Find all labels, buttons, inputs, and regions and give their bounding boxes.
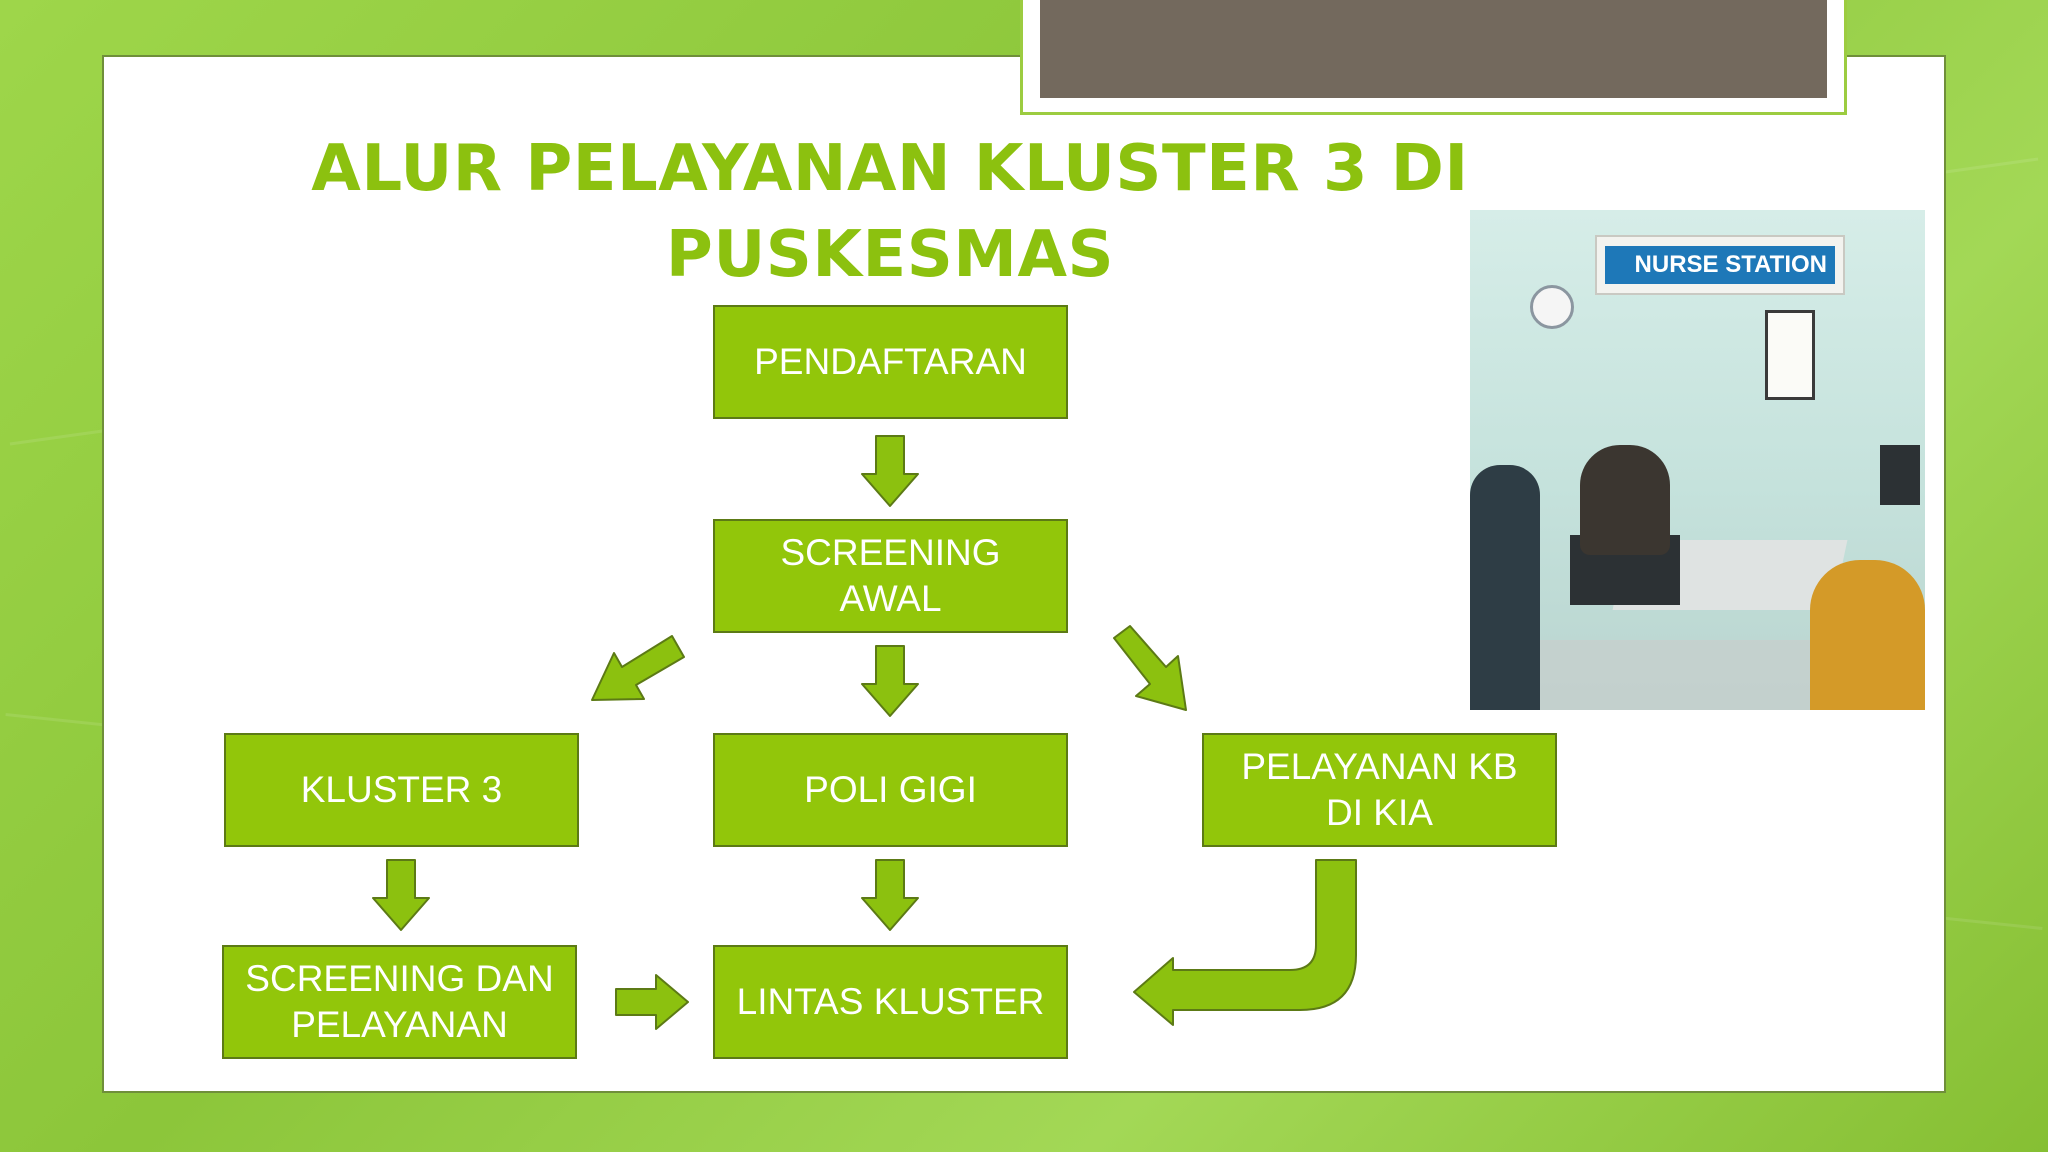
arrow-screening-to-kluster3 xyxy=(591,635,685,701)
arrow-pendaftaran-to-screening xyxy=(861,435,919,507)
clock-icon xyxy=(1530,285,1574,329)
node-pelayanan-kb-kia: PELAYANAN KB DI KIA xyxy=(1202,733,1557,847)
eye-chart-icon xyxy=(1765,310,1815,400)
person-figure xyxy=(1580,445,1670,555)
person-figure xyxy=(1810,560,1925,710)
photo-sign-text: NURSE STATION xyxy=(1605,246,1835,284)
arrow-kluster3-to-screening-pelayanan xyxy=(372,859,430,931)
node-kluster-3: KLUSTER 3 xyxy=(224,733,579,847)
photo-sign: NURSE STATION xyxy=(1595,235,1845,295)
arrow-kb-kia-to-lintas xyxy=(1133,859,1357,1026)
monitor-icon xyxy=(1880,445,1920,505)
title-line-1: ALUR PELAYANAN KLUSTER 3 DI PUSKESMAS xyxy=(311,132,1469,292)
nurse-station-photo: NURSE STATION xyxy=(1470,210,1925,710)
arrow-poli-gigi-to-lintas xyxy=(861,859,919,931)
node-screening-dan-pelayanan: SCREENING DAN PELAYANAN xyxy=(222,945,577,1059)
node-screening-awal: SCREENING AWAL xyxy=(713,519,1068,633)
node-lintas-kluster: LINTAS KLUSTER xyxy=(713,945,1068,1059)
person-figure xyxy=(1470,465,1540,710)
arrow-screening-to-poli-gigi xyxy=(861,645,919,717)
node-poli-gigi: POLI GIGI xyxy=(713,733,1068,847)
top-frame-band-fill xyxy=(1040,0,1827,98)
arrow-screening-pelayanan-to-lintas xyxy=(615,974,689,1030)
node-pendaftaran: PENDAFTARAN xyxy=(713,305,1068,419)
arrow-screening-to-kb-kia xyxy=(1113,625,1187,711)
